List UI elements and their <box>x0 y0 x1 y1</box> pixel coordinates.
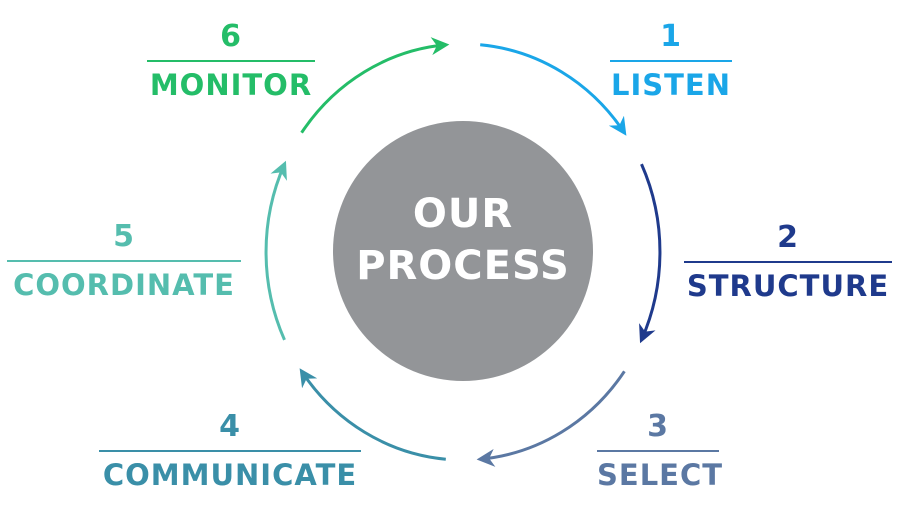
center-title: OUR PROCESS <box>333 188 593 292</box>
cycle-arrow-communicate <box>299 368 446 461</box>
step-label: LISTEN <box>610 68 732 102</box>
step-communicate: 4 COMMUNICATE <box>99 410 361 492</box>
step-number: 6 <box>220 19 242 54</box>
step-label: MONITOR <box>149 68 313 102</box>
step-label: SELECT <box>597 458 724 492</box>
step-divider <box>684 261 892 263</box>
center-circle <box>333 121 593 381</box>
cycle-arrow-structure <box>639 163 662 344</box>
step-select: 3 SELECT <box>597 409 724 492</box>
step-divider <box>7 260 241 262</box>
step-divider <box>99 450 361 452</box>
step-divider <box>597 450 719 452</box>
step-coordinate: 5 COORDINATE <box>7 220 241 302</box>
step-label: COORDINATE <box>13 268 235 302</box>
step-label: STRUCTURE <box>686 269 890 303</box>
step-number: 3 <box>647 409 669 444</box>
step-monitor: 6 MONITOR <box>147 20 315 102</box>
cycle-arrow-select <box>476 370 626 467</box>
step-number: 4 <box>219 409 241 444</box>
cycle-arrow-coordinate <box>264 160 287 341</box>
step-number: 5 <box>113 219 135 254</box>
center-title-line2: PROCESS <box>356 243 570 289</box>
step-number: 2 <box>777 220 799 255</box>
step-structure: 2 STRUCTURE <box>684 221 892 303</box>
cycle-arrow-listen <box>480 43 627 136</box>
step-number: 1 <box>660 19 682 54</box>
center-title-line1: OUR <box>412 191 514 237</box>
step-divider <box>147 60 315 62</box>
step-label: COMMUNICATE <box>102 458 358 492</box>
step-listen: 1 LISTEN <box>610 20 732 102</box>
step-divider <box>610 60 732 62</box>
cycle-arrow-monitor <box>300 37 450 134</box>
